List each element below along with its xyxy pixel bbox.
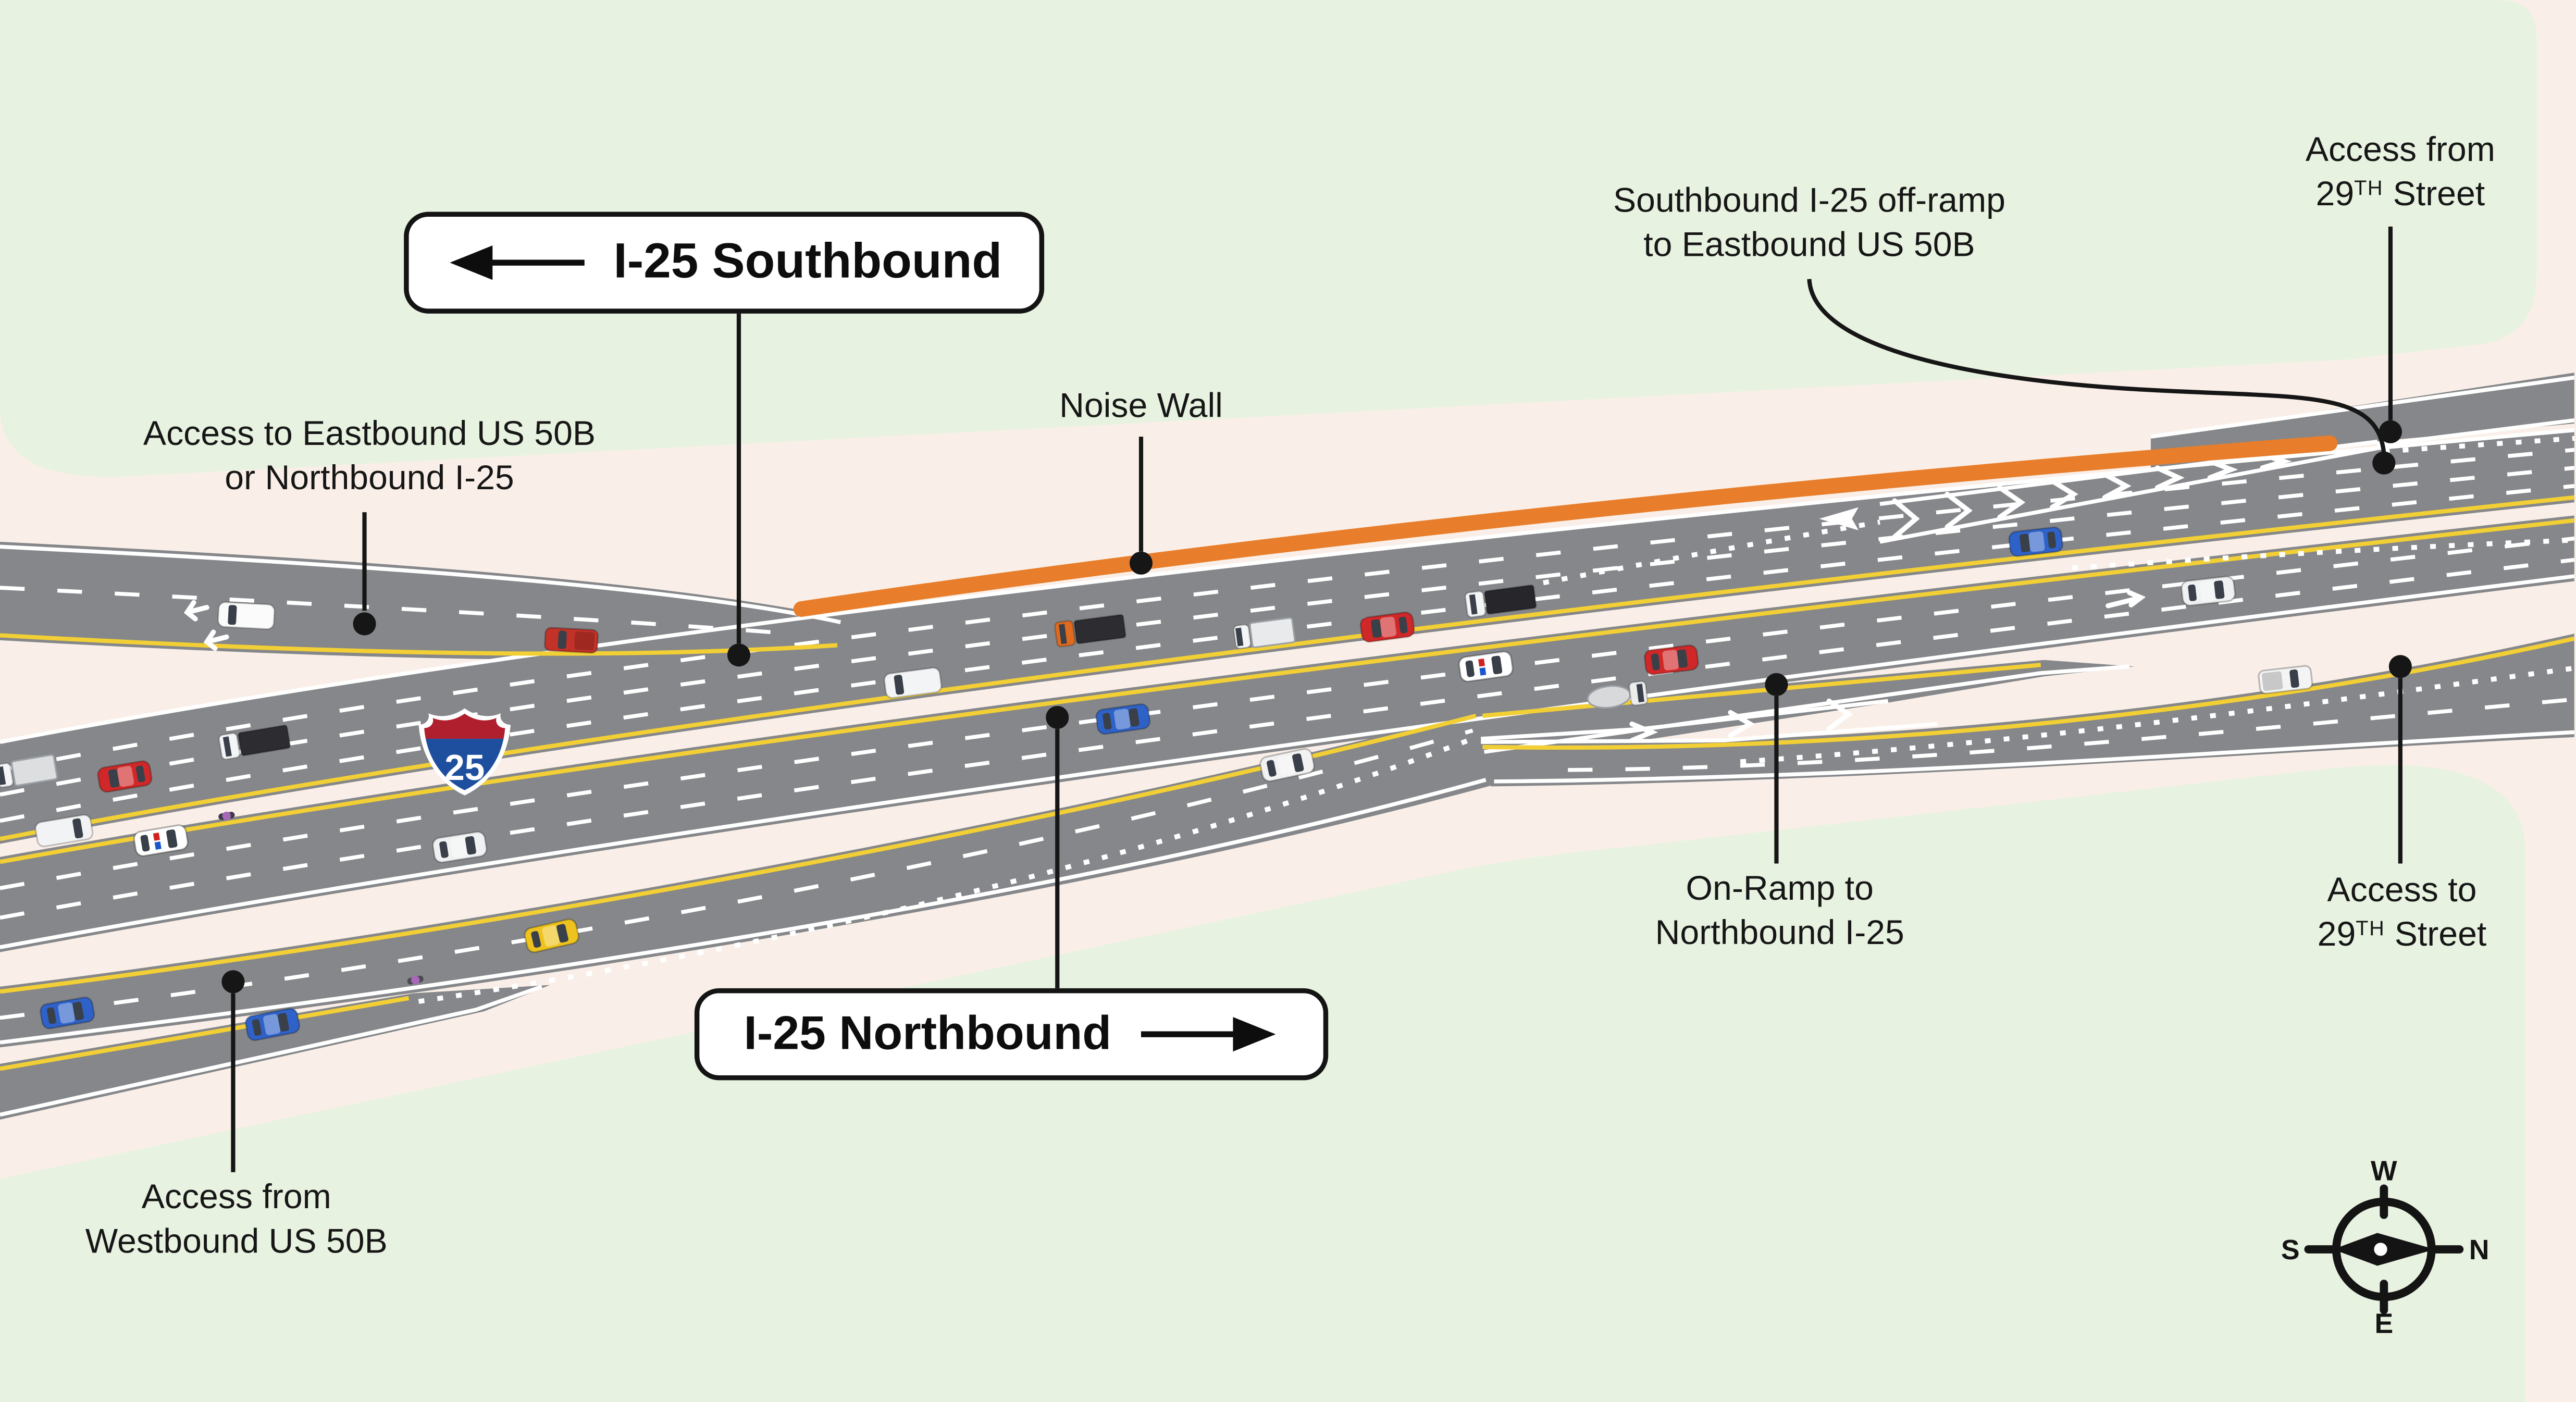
callout-i25-northbound: I-25 Northbound — [694, 988, 1329, 1081]
vehicle-car — [97, 760, 153, 793]
collector-edge-yellow — [0, 713, 1477, 994]
vehicle-car — [1359, 611, 1415, 643]
compass-ticks — [2304, 1184, 2464, 1314]
vehicles-layer — [0, 526, 2313, 1041]
compass-left-label: S — [2281, 1235, 2300, 1265]
vehicle-car — [40, 996, 95, 1029]
vehicle-car — [1095, 703, 1151, 735]
compass-bottom-label: E — [2374, 1309, 2393, 1339]
vehicle-police — [1458, 651, 1514, 683]
label-onramp-northbound: On-Ramp to Northbound I-25 — [1655, 870, 1904, 953]
vehicle-motorcycle — [218, 811, 235, 821]
sb-gore-lower — [1879, 446, 2378, 544]
29th-dash — [1568, 697, 2574, 772]
vehicle-van — [217, 601, 276, 630]
vehicle-semi — [218, 724, 291, 760]
sb-gore-chevrons — [1892, 452, 2293, 540]
access29-gore-line — [2377, 418, 2574, 447]
nb-merge-arrow-icon — [2106, 590, 2146, 609]
onramp-edge-yellow — [1482, 663, 2041, 718]
label-access-eastbound: Access to Eastbound US 50B or Northbound… — [143, 415, 596, 498]
vehicle-car — [1259, 748, 1315, 782]
label-access-westbound: Access from Westbound US 50B — [85, 1178, 388, 1261]
noise-wall — [793, 435, 2338, 617]
access29-dotted — [2384, 436, 2574, 454]
rampA-edge-yellow — [0, 633, 838, 656]
vehicle-car — [1643, 644, 1699, 676]
vehicle-box-truck — [1233, 617, 1296, 650]
label-access-to-29th: Access to 29TH Street — [2317, 872, 2487, 954]
split-chevron — [1728, 710, 1755, 738]
vehicle-mixer — [1587, 680, 1649, 709]
vehicle-semi — [1054, 614, 1126, 648]
east-arrow-icon — [1141, 1017, 1276, 1052]
road-i25-northbound — [0, 515, 2574, 952]
compass-top-label: W — [2371, 1156, 2397, 1187]
vehicle-van — [34, 814, 94, 848]
sb-edge-top — [0, 428, 2574, 744]
split-chevron — [1826, 698, 1853, 731]
sb-gore-tip-arrow-icon — [1819, 507, 1859, 530]
callout-sb-label: I-25 Southbound — [613, 234, 1002, 289]
west-arrow-icon — [449, 245, 584, 280]
vehicle-car — [244, 1008, 301, 1041]
nb-edge-yellow — [0, 518, 2574, 864]
vehicle-box-truck — [0, 754, 58, 788]
collector-edge-bottom — [0, 778, 1487, 1045]
split-chevron — [1629, 721, 1658, 743]
sb-lane-dash-2 — [0, 466, 2574, 797]
29th-edge-bottom — [1494, 730, 2574, 784]
vehicle-car — [432, 831, 488, 863]
sb-lane-dash-1 — [0, 448, 2574, 772]
vehicle-car — [2181, 576, 2236, 606]
rampA-edge-top — [0, 544, 841, 624]
leader-sb-offramp — [1807, 279, 2386, 454]
callout-i25-southbound: I-25 Southbound — [404, 212, 1045, 314]
vehicle-semi — [1464, 584, 1537, 618]
vehicle-van — [883, 667, 943, 699]
vehicle-car — [2008, 526, 2064, 557]
29th-edge-yellow — [1482, 636, 2574, 750]
rampWB-edge-yellow — [0, 996, 410, 1071]
ramp-access-eastbound-us50b — [0, 541, 887, 660]
rampA-dash — [0, 586, 792, 636]
sb-lane-dash-3 — [0, 483, 2574, 823]
vehicle-motorcycle — [407, 975, 424, 985]
vehicle-pickup — [544, 627, 599, 654]
road-collector-to-split — [0, 711, 1494, 1048]
label-noise-wall: Noise Wall — [1059, 387, 1223, 426]
vehicle-police — [133, 824, 189, 857]
vehicle-pickup — [2258, 665, 2313, 694]
collector-dotted — [418, 736, 1474, 1004]
label-access-from-29th: Access from 29TH Street — [2305, 131, 2495, 214]
compass-rose: W N S E — [2281, 1156, 2490, 1339]
rampWB-edge-bottom — [0, 985, 543, 1117]
green-area-bottom — [0, 765, 2525, 1402]
compass-right-label: N — [2469, 1235, 2490, 1265]
access29-edge-top — [2150, 375, 2574, 439]
lane-arrow-icon — [183, 600, 209, 622]
sb-edge-yellow — [0, 495, 2574, 841]
leader-lines — [221, 226, 2412, 1172]
lane-arrow-icon — [203, 629, 229, 651]
shield-route-number: 25 — [444, 747, 485, 788]
split-gore-lower — [1481, 722, 1938, 745]
label-sb-offramp: Southbound I-25 off-ramp to Eastbound US… — [1613, 182, 2005, 265]
callout-nb-label: I-25 Northbound — [744, 1007, 1112, 1060]
green-area-top — [0, 0, 2537, 477]
vehicle-car — [524, 918, 579, 953]
nb-edge-bottom — [0, 574, 2574, 949]
